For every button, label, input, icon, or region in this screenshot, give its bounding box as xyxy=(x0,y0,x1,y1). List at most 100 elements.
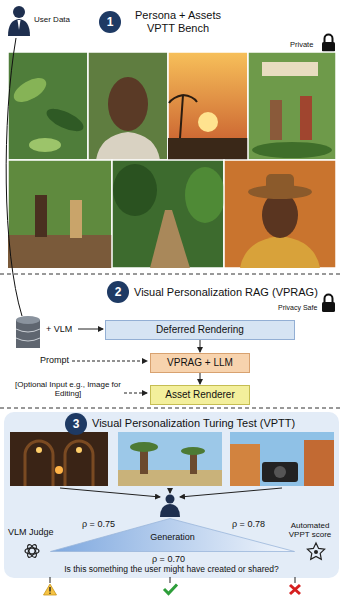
vlm-icon xyxy=(25,543,39,558)
leaf xyxy=(29,138,61,152)
photo-nursery xyxy=(248,52,336,160)
warning-mark xyxy=(49,587,50,592)
shore xyxy=(168,138,248,160)
outcome-arrow xyxy=(50,577,51,583)
shirt xyxy=(96,132,160,160)
step-circle: 3 xyxy=(65,413,87,435)
label-text: ρ = 0.78 xyxy=(232,519,265,529)
warning-dot xyxy=(49,592,51,594)
process-box: Asset Renderer xyxy=(150,385,250,405)
face xyxy=(108,77,148,131)
image-street xyxy=(230,432,334,486)
user-head xyxy=(13,6,25,18)
light xyxy=(76,447,82,453)
node-text: Asset Renderer xyxy=(159,389,241,401)
image-arrow xyxy=(180,488,282,497)
image-arrow xyxy=(170,488,171,493)
lock-icon xyxy=(322,42,335,52)
baobab-crown xyxy=(181,447,205,455)
warning-symbol xyxy=(44,584,57,595)
outcome-arrow xyxy=(170,577,171,583)
light xyxy=(36,447,42,453)
vlm-ring xyxy=(26,543,38,558)
step-number: 3 xyxy=(73,418,80,430)
human-head xyxy=(166,495,175,504)
person xyxy=(270,100,282,140)
human-body xyxy=(160,504,180,517)
lock-shackle xyxy=(325,35,333,43)
tree xyxy=(185,167,225,223)
label-text: + VLM xyxy=(46,324,72,334)
sign xyxy=(262,62,318,76)
tree xyxy=(113,164,157,216)
label-text: ρ = 0.70 xyxy=(152,554,185,564)
separator xyxy=(0,408,343,409)
photo-sunset xyxy=(168,52,248,160)
vlm-ring xyxy=(26,543,38,558)
ground xyxy=(118,470,222,486)
palm xyxy=(169,95,197,138)
arches xyxy=(25,441,93,486)
label-text: VLM Judge xyxy=(8,527,54,537)
vlm-ring xyxy=(25,548,39,554)
user-tie xyxy=(18,20,21,30)
label-text: Visual Personalization RAG (VPRAG) xyxy=(134,286,318,299)
shirt xyxy=(240,236,320,268)
cross-symbol xyxy=(290,585,300,594)
baobab xyxy=(190,452,197,474)
person xyxy=(35,195,47,237)
leaf xyxy=(43,104,86,135)
label-text: [Optional Input e.g., Image for Editing] xyxy=(14,380,122,398)
sun xyxy=(198,112,218,132)
label-text: User Data xyxy=(34,15,70,24)
person xyxy=(70,200,82,238)
lock-shackle xyxy=(325,295,333,303)
node-text: Generation xyxy=(50,532,295,542)
node-text: Deferred Rendering xyxy=(114,324,286,336)
database-top xyxy=(16,316,40,324)
building xyxy=(304,440,334,486)
person xyxy=(300,96,312,140)
image-arrow xyxy=(60,488,160,497)
database-ring xyxy=(16,329,40,341)
step-number: 2 xyxy=(115,286,122,298)
label-text: Privacy Safe xyxy=(278,304,317,312)
prompt-arrow xyxy=(72,361,147,362)
db-arrow xyxy=(78,329,103,330)
camera xyxy=(262,462,298,482)
label-text: Is this something the user might have cr… xyxy=(20,565,323,575)
plants xyxy=(252,142,332,158)
label-text: Private xyxy=(290,41,313,50)
baobab-crown xyxy=(130,442,158,452)
path xyxy=(150,210,190,268)
label-text: Visual Personalization Turing Test (VPTT… xyxy=(92,417,295,430)
lock-icon xyxy=(322,302,335,312)
step-circle: 2 xyxy=(107,281,129,303)
step-circle: 1 xyxy=(99,11,121,33)
image-baobab xyxy=(118,432,222,486)
process-box: VPRAG + LLM xyxy=(150,353,250,373)
step-number: 1 xyxy=(107,16,114,28)
user-body xyxy=(8,19,30,36)
leaf xyxy=(10,73,50,107)
photo-hat-man xyxy=(224,160,336,268)
triangle-fill xyxy=(51,519,295,552)
soil xyxy=(8,235,112,268)
label-text: Automated VPPT score xyxy=(282,521,338,539)
star-icon xyxy=(307,543,324,559)
process-box: Deferred Rendering xyxy=(105,320,295,340)
outcome-arrow xyxy=(295,577,296,583)
vptt-panel xyxy=(4,412,339,578)
flow-arrow xyxy=(200,373,201,384)
separator xyxy=(0,274,343,275)
lens xyxy=(274,466,286,478)
flow-arrow xyxy=(200,340,201,352)
hat xyxy=(266,174,294,192)
image-interior xyxy=(10,432,108,486)
building xyxy=(230,444,260,486)
label-text: Persona + Assets VPTT Bench xyxy=(124,9,232,34)
node-text: VPRAG + LLM xyxy=(159,357,241,369)
photo-gardening xyxy=(8,160,112,268)
label-text: ρ = 0.75 xyxy=(82,519,115,529)
